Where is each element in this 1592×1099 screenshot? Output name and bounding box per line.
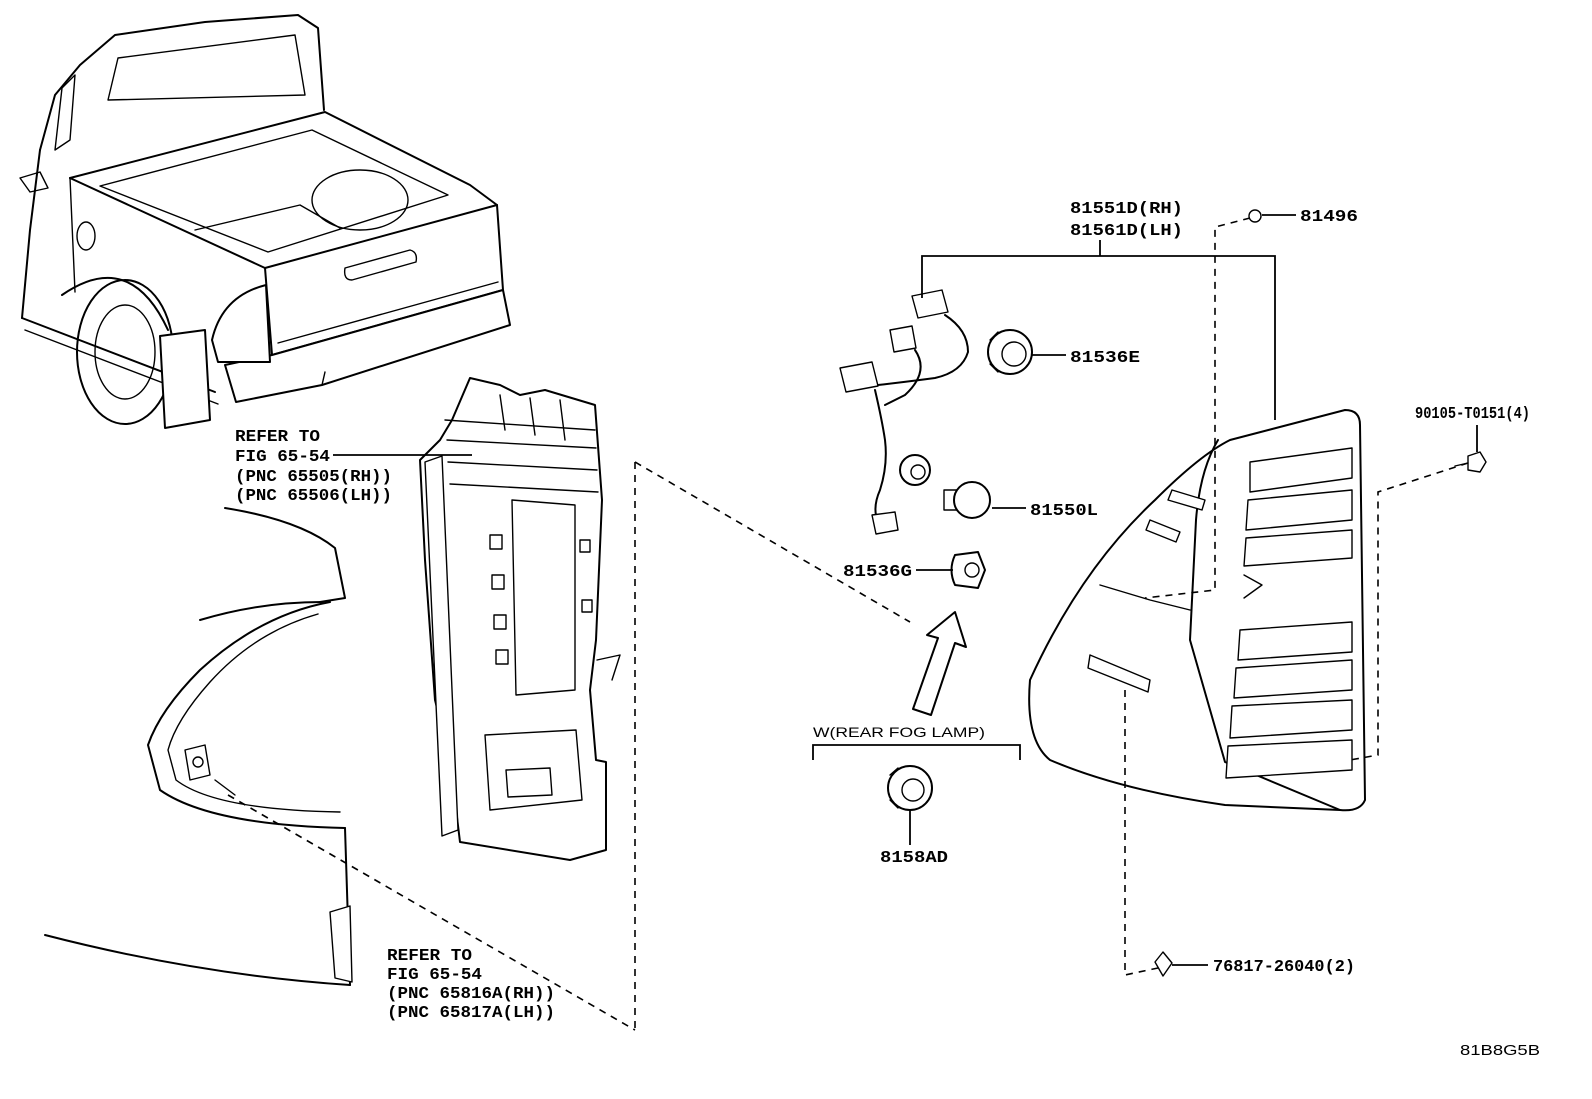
rear-combination-lamp-illustration: [1028, 409, 1366, 812]
dashed-connection-lines: [227, 217, 1469, 1031]
socket-81536e-icon: [987, 329, 1033, 375]
part-label-nut[interactable]: 81496: [1300, 208, 1358, 227]
part-label-socket-e[interactable]: 81536E: [1070, 349, 1140, 368]
diagram-code: 81B8G5B: [1460, 1042, 1540, 1059]
refer-bottom-line3: (PNC 65816A(RH)): [387, 985, 555, 1004]
fog-lamp-group-label: W(REAR FOG LAMP): [813, 724, 985, 740]
refer-bottom-line2: FIG 65-54: [387, 966, 482, 985]
refer-top-line1: REFER TO: [235, 428, 320, 447]
part-label-fog-socket[interactable]: 8158AD: [880, 849, 948, 868]
refer-top-line2: FIG 65-54: [235, 448, 330, 467]
installation-direction-arrow: [912, 611, 967, 716]
part-label-lamp-rh[interactable]: 81551D(RH): [1070, 200, 1183, 219]
truck-overview-illustration: [19, 14, 511, 429]
inner-quarter-panel-illustration: [419, 377, 621, 861]
bulb-81550l-icon: [943, 481, 991, 519]
refer-top-line3: (PNC 65505(RH)): [235, 468, 392, 487]
part-label-bulb[interactable]: 81550L: [1030, 502, 1098, 521]
refer-bottom-line1: REFER TO: [387, 947, 472, 966]
outer-quarter-fender-illustration: [44, 507, 353, 986]
part-label-socket-g[interactable]: 81536G: [843, 563, 912, 582]
socket-8158ad-icon: [887, 765, 933, 811]
socket-81536g-upper-icon: [899, 454, 931, 486]
refer-callout-bottom[interactable]: REFER TO FIG 65-54 (PNC 65816A(RH)) (PNC…: [387, 947, 555, 1023]
refer-top-line4: (PNC 65506(LH)): [235, 487, 392, 506]
part-label-bolt[interactable]: 90105-T0151(4): [1415, 405, 1530, 424]
screw-90105-icon: [1454, 451, 1487, 473]
nut-81496-icon: [1248, 209, 1262, 223]
socket-81536g-icon: [950, 551, 986, 589]
socket-wire-harness-illustration: [839, 289, 969, 535]
part-label-clip[interactable]: 76817-26040(2): [1213, 958, 1355, 977]
refer-bottom-line4: (PNC 65817A(LH)): [387, 1004, 555, 1023]
leader-lines: [333, 214, 1478, 966]
part-label-lamp-lh[interactable]: 81561D(LH): [1070, 222, 1183, 241]
clip-76817-icon: [1154, 951, 1173, 977]
refer-callout-top[interactable]: REFER TO FIG 65-54 (PNC 65505(RH)) (PNC …: [235, 428, 392, 506]
